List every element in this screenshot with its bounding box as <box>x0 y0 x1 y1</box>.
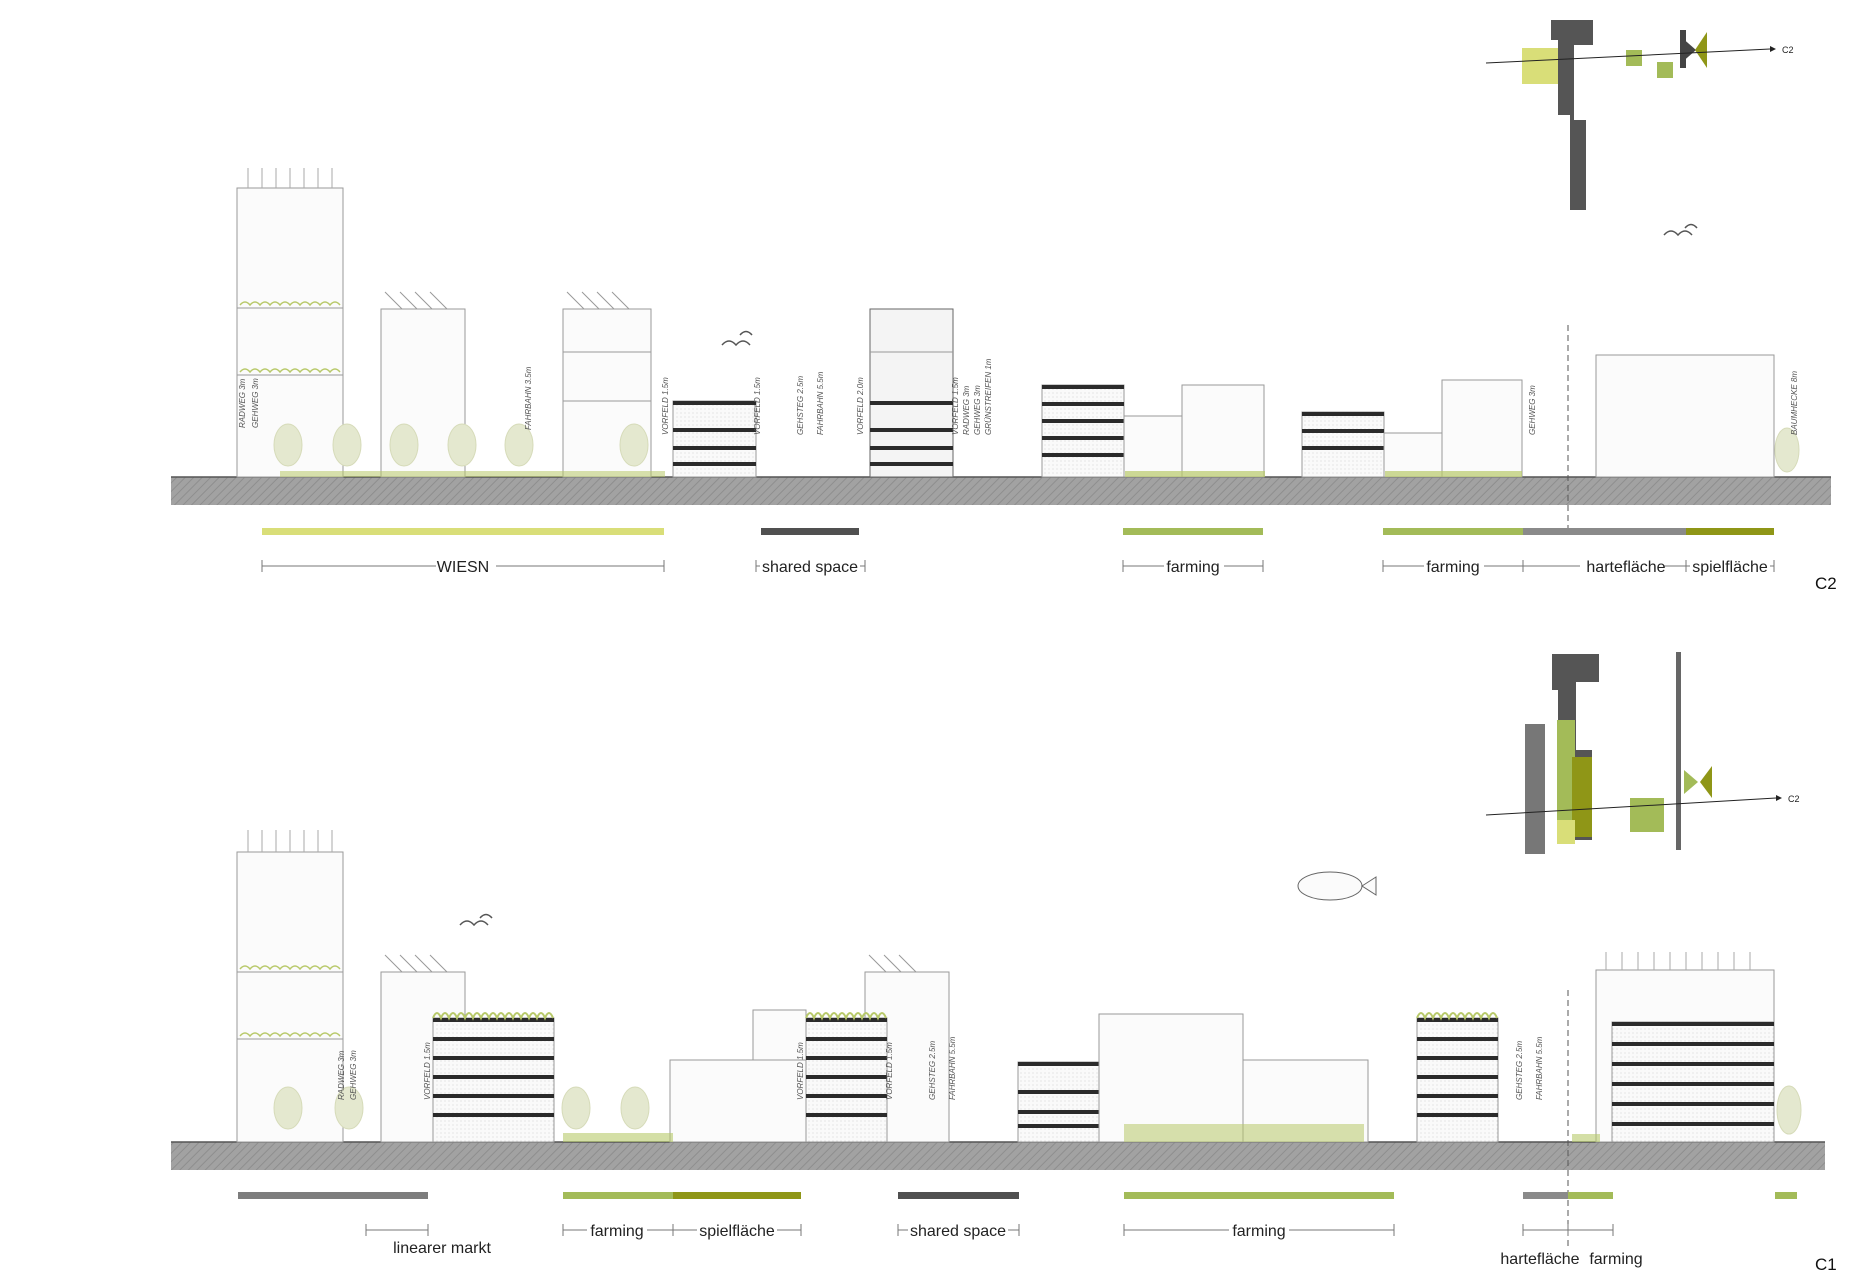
v-label: VORFELD 1.5m <box>753 377 762 435</box>
v-label: RADWEG 3m <box>962 385 971 435</box>
zone-bar-farming-2 <box>1124 1192 1394 1199</box>
v-label: RADWEG 3m <box>238 378 247 428</box>
zone-bars-c1 <box>238 1192 1797 1199</box>
building-slabs-c1-d <box>1416 1012 1499 1143</box>
zone-label-shared-space: shared space <box>910 1223 1006 1240</box>
v-label: VORFELD 1.5m <box>885 1042 894 1100</box>
v-label: GEHWEG 3m <box>251 378 260 428</box>
zone-label-linearer-markt: linearer markt <box>393 1240 491 1257</box>
building-slabs-c2-b <box>1041 384 1125 478</box>
v-label: FAHRBAHN 5.5m <box>816 371 825 435</box>
v-label: GEHSTEG 2.5m <box>1515 1041 1524 1100</box>
v-label: VORFELD 1.5m <box>661 377 670 435</box>
zone-bar-farming-4 <box>1775 1192 1797 1199</box>
zone-label-shared-space: shared space <box>762 559 858 576</box>
zone-bar-spielflache <box>673 1192 801 1199</box>
v-label: VORFELD 2.0m <box>856 377 865 435</box>
zone-bars-c2 <box>262 528 1774 535</box>
zone-bar-farming-2 <box>1383 528 1523 535</box>
v-label: GEHSTEG 2.5m <box>928 1041 937 1100</box>
v-label: VORFELD 1.5m <box>951 377 960 435</box>
zone-label-farming-1: farming <box>590 1223 643 1240</box>
zone-bar-farming-3 <box>1568 1192 1613 1199</box>
section-c2: RADWEG 3m GEHWEG 3m FAHRBAHN 3.5m VORFEL… <box>171 20 1837 593</box>
zone-label-farming-2: farming <box>1426 559 1479 576</box>
zone-label-wiesn: WIESN <box>437 559 489 576</box>
v-label: FAHRBAHN 3.5m <box>524 366 533 430</box>
v-label: GRÜNSTREIFEN 1m <box>984 358 993 435</box>
v-label: GEHWEG 3m <box>1528 385 1537 435</box>
building-slabs-c1-b <box>805 1012 888 1143</box>
building-slabs-c2-a <box>672 400 757 478</box>
zone-label-farming-1: farming <box>1166 559 1219 576</box>
vertical-labels-c2: RADWEG 3m GEHWEG 3m FAHRBAHN 3.5m VORFEL… <box>238 358 1799 435</box>
ground-slab-c1 <box>171 1142 1825 1170</box>
v-label: RADWEG 3m <box>337 1050 346 1100</box>
v-label: VORFELD 1.5m <box>423 1042 432 1100</box>
zone-bar-linearer-markt <box>238 1192 428 1199</box>
zone-bar-farming-1 <box>1123 528 1263 535</box>
v-label: GEHWEG 3m <box>349 1050 358 1100</box>
section-id-c1: C1 <box>1815 1255 1837 1274</box>
zone-label-hartflache: hartefläche <box>1586 559 1665 576</box>
v-label: GEHWEG 3m <box>973 385 982 435</box>
ground-slab-c2 <box>171 477 1831 505</box>
building-slabs-c1-e <box>1595 952 1775 1143</box>
key-plan-c1: C2 <box>1485 652 1800 854</box>
zone-bar-hartflache <box>1523 1192 1568 1199</box>
v-label: GEHSTEG 2.5m <box>796 376 805 435</box>
zone-labels-c1: linearer markt farming spielfläche share… <box>393 1222 1643 1268</box>
zone-labels-c2: WIESN shared space farming farming harte… <box>436 558 1770 576</box>
section-c1: RADWEG 3m GEHWEG 3m VORFELD 1.5m VORFELD… <box>171 652 1837 1274</box>
zone-label-farming-2: farming <box>1232 1223 1285 1240</box>
zone-bar-spielflache <box>1686 528 1774 535</box>
v-label: FAHRBAHN 5.5m <box>948 1036 957 1100</box>
section-id-c2: C2 <box>1815 574 1837 593</box>
vertical-labels-c1: RADWEG 3m GEHWEG 3m VORFELD 1.5m VORFELD… <box>337 1036 1544 1100</box>
zone-bar-shared-space <box>898 1192 1019 1199</box>
zone-bar-wiesn <box>262 528 664 535</box>
zone-bar-shared-space <box>761 528 859 535</box>
zone-label-hartflache: hartefläche <box>1500 1251 1579 1268</box>
v-label: FAHRBAHN 5.5m <box>1535 1036 1544 1100</box>
v-label: VORFELD 1.5m <box>796 1042 805 1100</box>
building-slabs-c1-c <box>1017 1061 1100 1143</box>
zone-label-farming-3: farming <box>1589 1251 1642 1268</box>
v-label: BAUMHECKE 8m <box>1790 371 1799 435</box>
blimp-illustration <box>1297 871 1377 901</box>
zone-label-spielflache: spielfläche <box>699 1223 775 1240</box>
zone-bar-hartflache <box>1523 528 1686 535</box>
key-label-c1: C2 <box>1788 794 1800 804</box>
building-slabs-c1-a <box>432 1012 555 1143</box>
key-plan-c2: C2 <box>1485 20 1794 210</box>
building-slabs-c2-c <box>1301 411 1385 478</box>
zone-label-spielflache: spielfläche <box>1692 559 1768 576</box>
key-label-c2: C2 <box>1782 45 1794 55</box>
zone-bar-farming-1 <box>563 1192 673 1199</box>
